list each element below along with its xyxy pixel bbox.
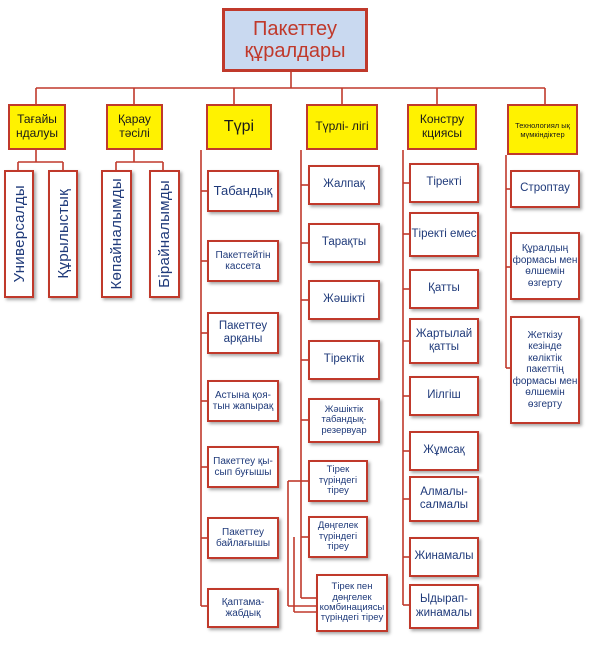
construction-semi-rigid: Жартылай қатты bbox=[409, 318, 479, 364]
variety-wheel-support-label: Дөңгелек түріндегі тіреу bbox=[317, 520, 359, 553]
variety-box-pallet-tank: Жәшіктік табандық- резервуар bbox=[308, 398, 380, 443]
variety-box: Жәшікті bbox=[308, 280, 380, 320]
variety-pillar: Тіректік bbox=[308, 340, 380, 380]
type-tie-label: Пакеттеу байлағышы bbox=[215, 526, 271, 550]
tech-resize-tool-label: Құралдың формасы мен өлшемін өзгерту bbox=[512, 243, 578, 289]
type-sheet-label: Астына қоя- тын жапырақ bbox=[212, 389, 274, 413]
variety-flat: Жалпақ bbox=[308, 165, 380, 205]
construction-collapsible: Жинамалы bbox=[409, 537, 479, 577]
category-construction: Констру кциясы bbox=[407, 104, 477, 150]
construction-flexible: Иілгіш bbox=[409, 376, 479, 416]
tech-slinging-label: Строптау bbox=[520, 182, 570, 195]
type-clamp-label: Пакеттеу қы- сып буғышы bbox=[213, 455, 273, 479]
variety-post-support: Тірек түріндегі тіреу bbox=[308, 460, 368, 502]
leaf-multi-turn: Көпайналымды bbox=[101, 170, 132, 298]
category-technology-label: Технологиял ық мүмкіндіктер bbox=[515, 120, 570, 139]
variety-combo-support: Тірек пен дөңгелек комбинациясы түріндег… bbox=[316, 574, 388, 632]
variety-flat-label: Жалпақ bbox=[323, 178, 365, 191]
construction-semi-rigid-label: Жартылай қатты bbox=[415, 327, 473, 353]
variety-box-pallet-tank-label: Жәшіктік табандық- резервуар bbox=[321, 403, 367, 436]
leaf-universal: Универсалды bbox=[4, 170, 34, 298]
tech-resize-transport-label: Жеткізу кезінде көліктік пакеттің формас… bbox=[512, 329, 578, 410]
variety-pillar-label: Тіректік bbox=[323, 353, 365, 366]
category-construction-label: Констру кциясы bbox=[419, 112, 465, 140]
leaf-universal-label: Универсалды bbox=[10, 185, 28, 283]
construction-supported: Тіректі bbox=[409, 163, 479, 203]
variety-box-label: Жәшікті bbox=[323, 293, 365, 306]
construction-unsupported-label: Тіректі емес bbox=[411, 227, 477, 240]
category-variety: Түрлі- лігі bbox=[306, 104, 378, 150]
construction-soft-label: Жұмсақ bbox=[423, 444, 465, 457]
type-sheet: Астына қоя- тын жапырақ bbox=[207, 380, 279, 422]
construction-supported-label: Тіректі bbox=[426, 176, 462, 189]
construction-demountable: Ыдырап- жинамалы bbox=[409, 584, 479, 629]
construction-soft: Жұмсақ bbox=[409, 431, 479, 471]
type-pallet: Табандық bbox=[207, 170, 279, 212]
leaf-single-turn: Бірайналымды bbox=[149, 170, 180, 298]
type-packaging: Қаптама- жабдық bbox=[207, 588, 279, 628]
leaf-single-turn-label: Бірайналымды bbox=[156, 180, 173, 288]
tech-slinging: Строптау bbox=[510, 170, 580, 208]
leaf-multi-turn-label: Көпайналымды bbox=[108, 178, 125, 290]
construction-rigid: Қатты bbox=[409, 269, 479, 309]
type-cassette: Пакеттейтін кассета bbox=[207, 240, 279, 282]
construction-removable-label: Алмалы- салмалы bbox=[419, 485, 469, 511]
root-label: Пакеттеу құралдары bbox=[244, 18, 346, 62]
category-variety-label: Түрлі- лігі bbox=[315, 119, 369, 134]
type-packaging-label: Қаптама- жабдық bbox=[221, 596, 265, 620]
construction-rigid-label: Қатты bbox=[428, 282, 460, 295]
category-purpose: Тағайы ндалуы bbox=[8, 104, 66, 150]
type-rope: Пакеттеу арқаны bbox=[207, 312, 279, 354]
variety-combo-support-label: Тірек пен дөңгелек комбинациясы түріндег… bbox=[319, 581, 385, 624]
category-type: Түрі bbox=[206, 104, 272, 150]
leaf-construction-label: Құрылыстық bbox=[54, 189, 72, 279]
category-circulation-label: Қарау тәсілі bbox=[118, 112, 151, 140]
category-circulation: Қарау тәсілі bbox=[106, 104, 163, 150]
variety-comb: Тарақты bbox=[308, 223, 380, 263]
construction-collapsible-label: Жинамалы bbox=[414, 550, 474, 563]
type-rope-label: Пакеттеу арқаны bbox=[218, 319, 268, 345]
variety-wheel-support: Дөңгелек түріндегі тіреу bbox=[308, 516, 368, 558]
category-type-label: Түрі bbox=[223, 117, 255, 135]
tech-resize-tool: Құралдың формасы мен өлшемін өзгерту bbox=[510, 232, 580, 300]
leaf-construction: Құрылыстық bbox=[48, 170, 78, 298]
type-pallet-label: Табандық bbox=[213, 182, 273, 198]
root-node: Пакеттеу құралдары bbox=[222, 8, 368, 72]
category-technology: Технологиял ық мүмкіндіктер bbox=[507, 104, 578, 155]
construction-flexible-label: Иілгіш bbox=[427, 389, 461, 402]
construction-unsupported: Тіректі емес bbox=[409, 212, 479, 257]
variety-post-support-label: Тірек түріндегі тіреу bbox=[318, 464, 358, 497]
variety-comb-label: Тарақты bbox=[321, 236, 367, 249]
type-cassette-label: Пакеттейтін кассета bbox=[215, 249, 271, 273]
category-purpose-label: Тағайы ндалуы bbox=[16, 112, 58, 140]
construction-demountable-label: Ыдырап- жинамалы bbox=[415, 593, 473, 619]
tech-resize-transport: Жеткізу кезінде көліктік пакеттің формас… bbox=[510, 316, 580, 424]
type-tie: Пакеттеу байлағышы bbox=[207, 517, 279, 559]
type-clamp: Пакеттеу қы- сып буғышы bbox=[207, 446, 279, 488]
construction-removable: Алмалы- салмалы bbox=[409, 476, 479, 522]
